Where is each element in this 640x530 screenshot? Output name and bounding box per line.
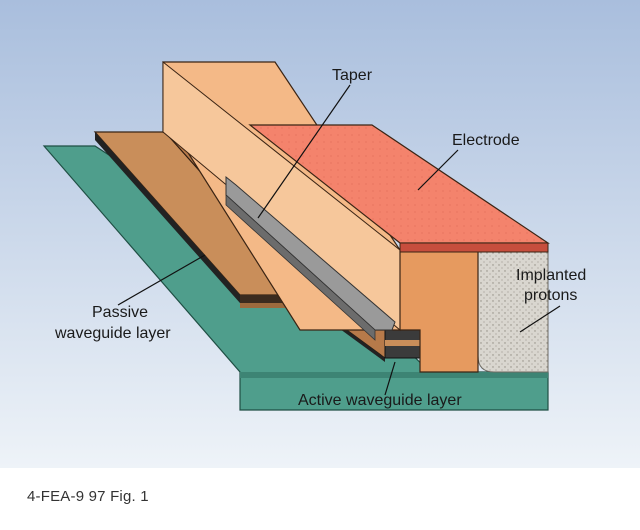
implanted-leader: [519, 305, 561, 333]
active-leader: [384, 361, 396, 396]
leader-lines: [117, 84, 561, 396]
electrode-leader: [417, 149, 459, 191]
implanted-label-line1: Implanted: [516, 267, 586, 284]
diagram-panel: Taper Electrode Implanted protons Passiv…: [0, 0, 640, 468]
figure-caption: 4-FEA-9 97 Fig. 1: [27, 488, 149, 505]
passive-label-line2: waveguide layer: [54, 325, 171, 342]
taper-leader: [257, 84, 351, 219]
implanted-label-line2: protons: [524, 287, 577, 304]
taper-label: Taper: [332, 67, 373, 84]
passive-label-line1: Passive: [92, 304, 148, 321]
passive-leader: [117, 254, 206, 306]
ridge: [162, 60, 479, 373]
taper: [225, 175, 396, 341]
active-label: Active waveguide layer: [298, 392, 462, 409]
waveguide-diagram: Taper Electrode Implanted protons Passiv…: [0, 0, 640, 468]
electrode-label: Electrode: [452, 132, 520, 149]
electrode: [248, 124, 550, 253]
